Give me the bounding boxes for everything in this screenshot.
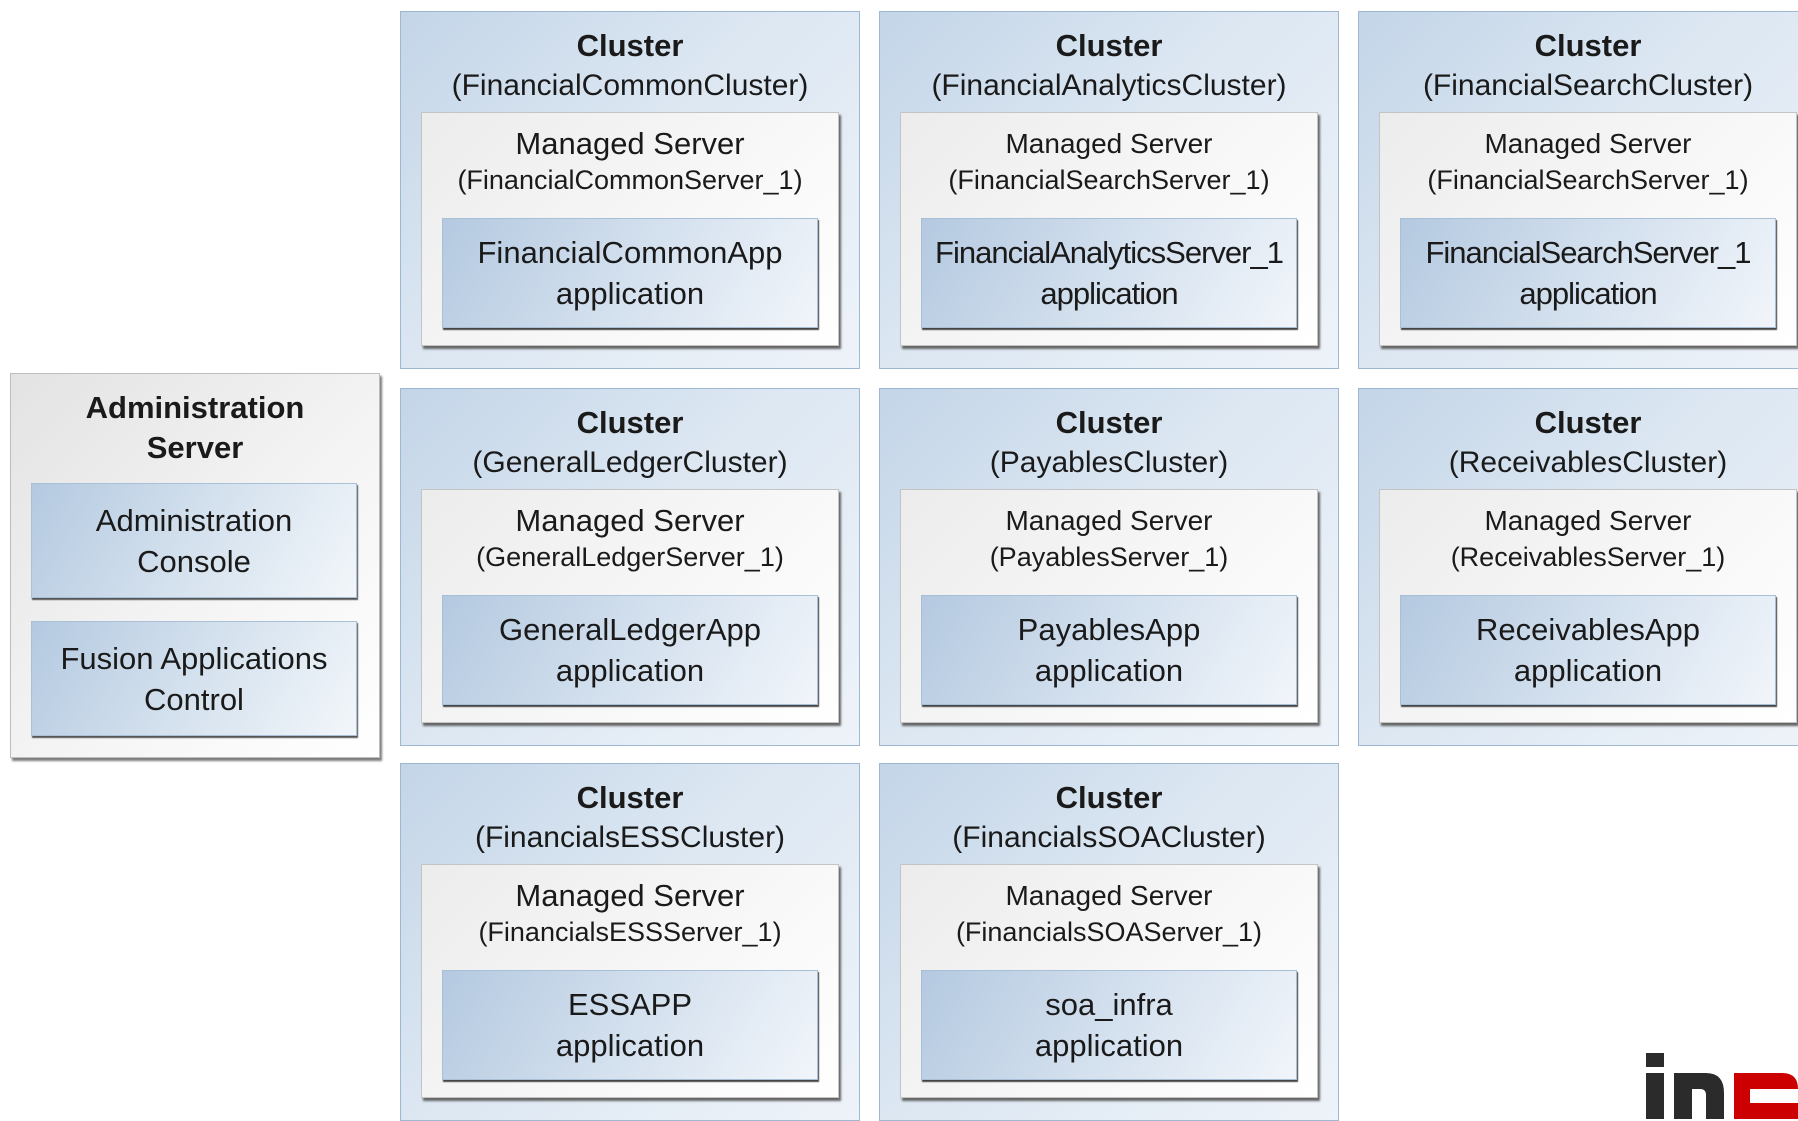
application-box: FinancialSearchServer_1 application — [1400, 218, 1776, 328]
application-box: FinancialAnalyticsServer_1 application — [921, 218, 1297, 328]
cluster-general-ledger: Cluster (GeneralLedgerCluster) Managed S… — [400, 388, 860, 746]
cluster-financial-search: Cluster (FinancialSearchCluster) Managed… — [1358, 11, 1798, 369]
fusion-applications-control: Fusion Applications Control — [31, 621, 357, 736]
application-box: GeneralLedgerApp application — [442, 595, 818, 705]
cluster-label: Cluster — [1055, 780, 1163, 815]
cluster-label: Cluster — [1534, 28, 1642, 63]
cluster-label: Cluster — [1534, 405, 1642, 440]
cluster-name: (PayablesCluster) — [989, 446, 1229, 479]
managed-server: Managed Server (FinancialSearchServer_1)… — [900, 112, 1318, 346]
managed-server-label: Managed Server — [515, 878, 745, 913]
cluster-label: Cluster — [1055, 28, 1163, 63]
cluster-label: Cluster — [576, 28, 684, 63]
administration-console: Administration Console — [31, 483, 357, 598]
cluster-name: (GeneralLedgerCluster) — [472, 446, 788, 479]
managed-server-name: (ReceivablesServer_1) — [1450, 542, 1726, 572]
managed-server-label: Managed Server — [1005, 128, 1213, 159]
managed-server-label: Managed Server — [515, 126, 745, 161]
cluster-name: (FinancialSearchCluster) — [1422, 69, 1754, 102]
administration-server-title: Administration Server — [85, 390, 305, 465]
managed-server: Managed Server (FinancialSearchServer_1)… — [1379, 112, 1797, 346]
managed-server-name: (PayablesServer_1) — [989, 542, 1229, 572]
managed-server-label: Managed Server — [1484, 505, 1692, 536]
administration-server: Administration Server Administration Con… — [10, 373, 380, 758]
cluster-name: (FinancialCommonCluster) — [451, 69, 809, 102]
cluster-receivables: Cluster (ReceivablesCluster) Managed Ser… — [1358, 388, 1798, 746]
managed-server-name: (FinancialsSOAServer_1) — [955, 917, 1263, 947]
cluster-name: (FinancialsSOACluster) — [952, 821, 1266, 854]
managed-server: Managed Server (FinancialsSOAServer_1) s… — [900, 864, 1318, 1098]
managed-server-label: Managed Server — [515, 503, 745, 538]
application-box: ESSAPP application — [442, 970, 818, 1080]
cluster-financial-common: Cluster (FinancialCommonCluster) Managed… — [400, 11, 860, 369]
logo-graphic — [1646, 1053, 1798, 1119]
managed-server-label: Managed Server — [1484, 128, 1692, 159]
cluster-financial-analytics: Cluster (FinancialAnalyticsCluster) Mana… — [879, 11, 1339, 369]
cluster-name: (FinancialAnalyticsCluster) — [931, 69, 1287, 102]
cluster-label: Cluster — [576, 405, 684, 440]
cluster-label: Cluster — [1055, 405, 1163, 440]
cluster-name: (ReceivablesCluster) — [1448, 446, 1728, 479]
managed-server-name: (FinancialSearchServer_1) — [948, 165, 1270, 195]
managed-server: Managed Server (PayablesServer_1) Payabl… — [900, 489, 1318, 723]
cluster-label: Cluster — [576, 780, 684, 815]
application-box: ReceivablesApp application — [1400, 595, 1776, 705]
application-box: PayablesApp application — [921, 595, 1297, 705]
managed-server-label: Managed Server — [1005, 880, 1213, 911]
managed-server-name: (FinancialsESSServer_1) — [478, 917, 782, 947]
managed-server-name: (FinancialCommonServer_1) — [457, 165, 803, 195]
cluster-name: (FinancialsESSCluster) — [474, 821, 786, 854]
managed-server-label: Managed Server — [1005, 505, 1213, 536]
managed-server-name: (GeneralLedgerServer_1) — [476, 542, 784, 572]
cluster-payables: Cluster (PayablesCluster) Managed Server… — [879, 388, 1339, 746]
managed-server: Managed Server (GeneralLedgerServer_1) G… — [421, 489, 839, 723]
cluster-financials-soa: Cluster (FinancialsSOACluster) Managed S… — [879, 763, 1339, 1121]
managed-server: Managed Server (ReceivablesServer_1) Rec… — [1379, 489, 1797, 723]
application-box: soa_infra application — [921, 970, 1297, 1080]
cluster-financials-ess: Cluster (FinancialsESSCluster) Managed S… — [400, 763, 860, 1121]
managed-server-name: (FinancialSearchServer_1) — [1427, 165, 1749, 195]
corner-logo — [1642, 1049, 1798, 1119]
managed-server: Managed Server (FinancialsESSServer_1) E… — [421, 864, 839, 1098]
application-box: FinancialCommonApp application — [442, 218, 818, 328]
managed-server: Managed Server (FinancialCommonServer_1)… — [421, 112, 839, 346]
